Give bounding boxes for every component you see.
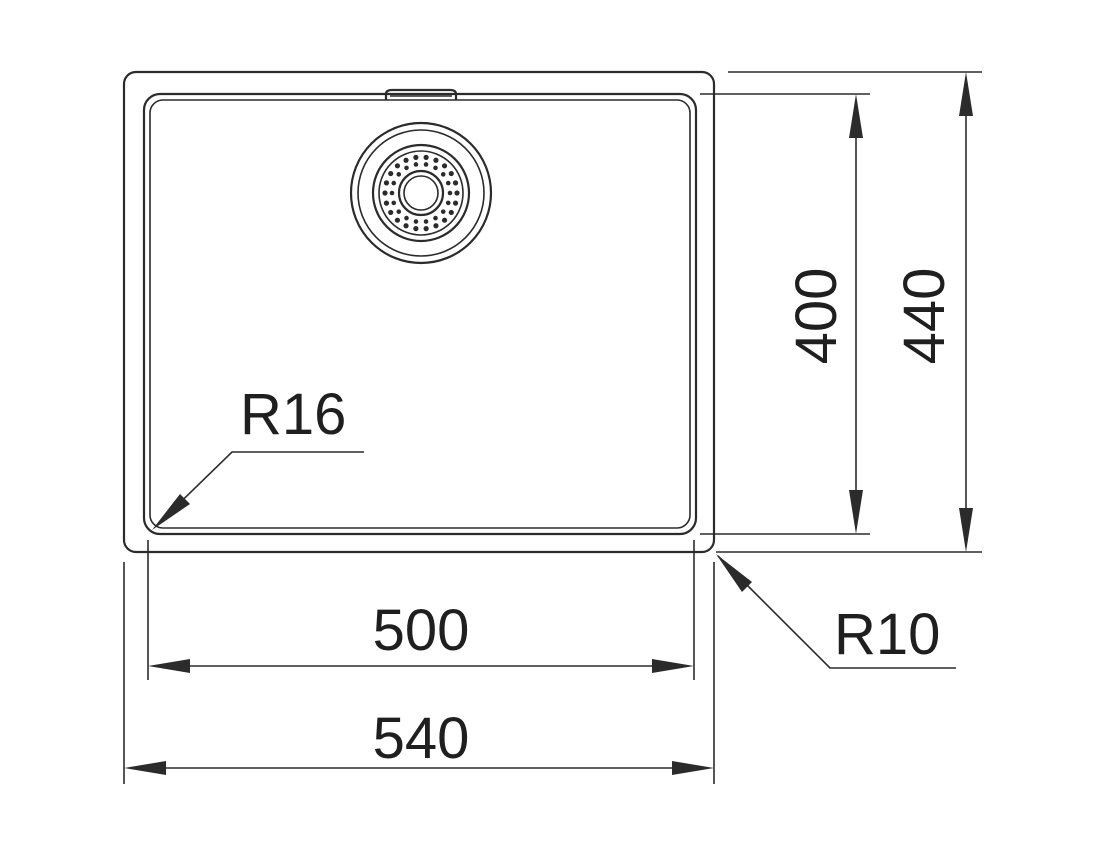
strainer-hole — [423, 154, 429, 160]
dimension-440: 440 — [892, 72, 973, 552]
strainer-hole — [396, 172, 402, 177]
strainer-hole — [447, 190, 453, 196]
dimension-label-400: 400 — [784, 268, 849, 365]
strainer-hole — [404, 215, 409, 221]
strainer-hole — [388, 170, 394, 177]
strainer-hole — [383, 200, 390, 206]
strainer-hole — [452, 200, 459, 206]
strainer-hole — [413, 162, 419, 167]
strainer-hole — [433, 165, 438, 171]
strainer-hole — [391, 180, 397, 186]
strainer-hole — [388, 209, 394, 216]
strainer-hole — [452, 180, 459, 186]
dimension-label-540: 540 — [373, 706, 470, 771]
dimension-400: 400 — [784, 94, 863, 534]
inner-basin-edge — [149, 99, 691, 529]
strainer-hole — [389, 190, 395, 196]
strainer-hole — [382, 190, 388, 196]
radius-label-r10: R10 — [834, 602, 940, 667]
strainer-hole — [394, 163, 401, 169]
strainer-hole — [403, 223, 409, 229]
strainer-hole — [383, 180, 390, 186]
strainer-holes — [382, 154, 460, 232]
dimension-label-440: 440 — [892, 268, 957, 365]
strainer-hole — [423, 162, 429, 167]
overflow-slot — [384, 88, 458, 100]
strainer-hole — [423, 226, 429, 232]
outer-rim-outline — [122, 70, 716, 554]
strainer-hole — [391, 200, 397, 206]
strainer-hole — [433, 157, 439, 163]
strainer-hole — [433, 215, 438, 221]
strainer-hole — [445, 180, 451, 186]
radius-r10-callout: R10 — [716, 554, 956, 669]
strainer-hole — [396, 209, 402, 214]
radius-r16-callout: R16 — [152, 382, 364, 530]
inner-basin-outline — [142, 92, 698, 536]
strainer-hole — [413, 219, 419, 224]
dimension-label-500: 500 — [373, 598, 470, 663]
strainer-hole — [403, 157, 409, 163]
strainer-hole — [448, 209, 454, 216]
strainer-hole — [440, 209, 446, 214]
strainer-hole — [441, 217, 448, 223]
dimension-500: 500 — [148, 598, 694, 673]
strainer-hole — [433, 223, 439, 229]
drain-strainer-icon — [349, 121, 493, 265]
strainer-hole — [441, 163, 448, 169]
strainer-hole — [423, 219, 429, 224]
strainer-hole — [413, 154, 419, 160]
strainer-hole — [413, 226, 419, 232]
strainer-hole — [440, 172, 446, 177]
strainer-hole — [404, 165, 409, 171]
strainer-hole — [394, 217, 401, 223]
radius-label-r16: R16 — [240, 382, 346, 447]
strainer-hole — [448, 170, 454, 177]
strainer-hole — [445, 200, 451, 206]
strainer-hole — [454, 190, 460, 196]
dimension-540: 540 — [124, 706, 714, 775]
